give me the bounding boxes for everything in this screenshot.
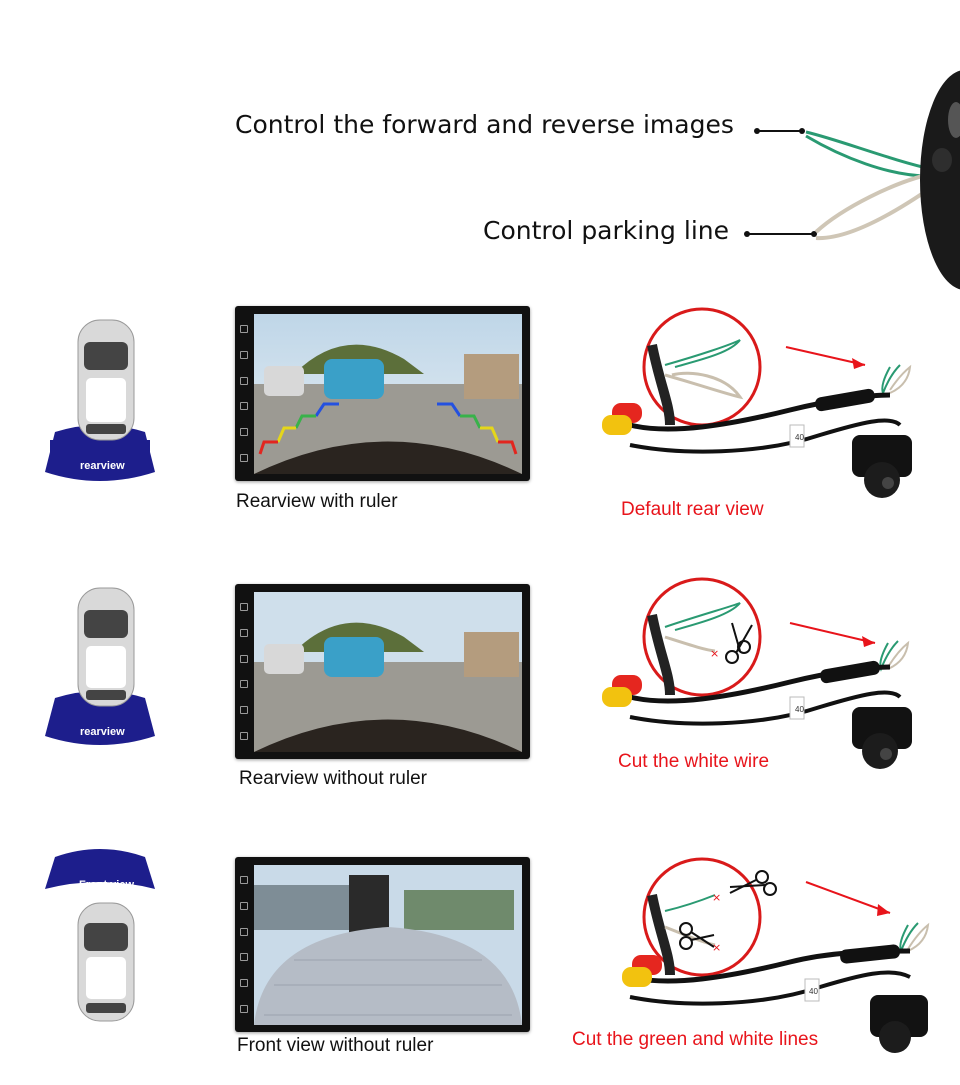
svg-text:×: × bbox=[710, 647, 719, 660]
svg-text:×: × bbox=[712, 941, 721, 954]
badge-label: rearview bbox=[80, 460, 125, 472]
arrow-red bbox=[785, 346, 866, 366]
rear-camera-image bbox=[254, 592, 522, 752]
wire-caption-3: Cut the green and white lines bbox=[572, 1029, 819, 1050]
green-wire bbox=[805, 130, 936, 178]
wire-caption-1: Default rear view bbox=[621, 499, 764, 520]
camera-module bbox=[852, 707, 912, 749]
zoom-circle bbox=[642, 577, 762, 697]
head-unit-screen-3 bbox=[235, 857, 530, 1032]
car-diagram-front: Front view bbox=[10, 845, 190, 1035]
car-diagram-rear-2: rearview bbox=[10, 570, 190, 770]
rearview-fan bbox=[45, 425, 155, 481]
screen-buttons bbox=[235, 306, 253, 481]
screen-caption-1: Rearview with ruler bbox=[236, 491, 398, 512]
badge-label: Front view bbox=[79, 879, 135, 891]
badge-label: rearview bbox=[80, 726, 125, 738]
wiring-diagram-1: 40 bbox=[602, 307, 912, 498]
zoom-circle bbox=[642, 857, 762, 977]
car-diagram-rear: rearview bbox=[10, 300, 190, 500]
wiring-diagram-3: × × 40 bbox=[622, 857, 930, 1053]
scissors-icon bbox=[725, 622, 753, 664]
svg-text:40: 40 bbox=[795, 433, 804, 442]
label-parking-line: Control parking line bbox=[483, 216, 729, 245]
wire-caption-2: Cut the white wire bbox=[618, 751, 770, 772]
arrow-red bbox=[805, 881, 891, 914]
rear-camera-image-ruler bbox=[254, 314, 522, 474]
screen-buttons bbox=[235, 584, 253, 759]
arrow-red bbox=[789, 622, 876, 644]
camera-module bbox=[852, 435, 912, 477]
label-forward-reverse: Control the forward and reverse images bbox=[235, 110, 734, 139]
svg-text:40: 40 bbox=[809, 987, 818, 996]
svg-text:40: 40 bbox=[795, 705, 804, 714]
frontview-fan bbox=[45, 849, 155, 889]
head-unit-screen-1 bbox=[235, 306, 530, 481]
scissors-icon bbox=[679, 922, 715, 950]
screen-caption-3: Front view without ruler bbox=[237, 1035, 434, 1056]
scissors-icon bbox=[729, 870, 777, 896]
front-camera-image bbox=[254, 865, 522, 1025]
svg-text:×: × bbox=[712, 891, 721, 904]
rearview-fan bbox=[45, 691, 155, 745]
screen-buttons bbox=[235, 857, 253, 1032]
head-unit-screen-2 bbox=[235, 584, 530, 759]
camera-wire-detail bbox=[744, 70, 960, 290]
screen-caption-2: Rearview without ruler bbox=[239, 768, 427, 789]
wiring-diagram-2: × 40 bbox=[602, 577, 912, 769]
